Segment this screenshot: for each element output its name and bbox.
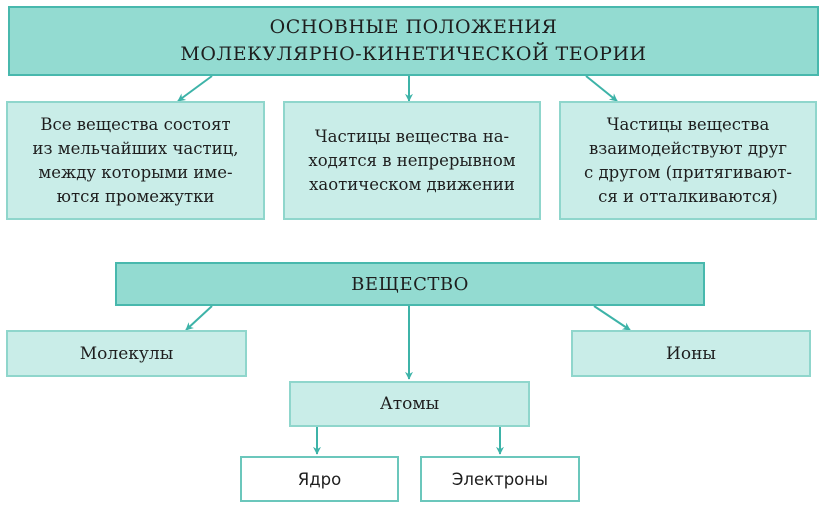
atoms-label: Атомы bbox=[379, 394, 440, 414]
electrons-box: Электроны bbox=[420, 456, 580, 502]
substance-title: ВЕЩЕСТВО bbox=[351, 273, 469, 295]
mkt-title-line-1: ОСНОВНЫЕ ПОЛОЖЕНИЯ bbox=[269, 16, 558, 38]
position-box-3: Частицы вещества взаимодействуют друг с … bbox=[559, 101, 817, 220]
ions-box: Ионы bbox=[571, 330, 811, 377]
substance-box: ВЕЩЕСТВО bbox=[115, 262, 705, 306]
position-1-line-3: между которыми име- bbox=[38, 162, 233, 182]
position-3-line-1: Частицы вещества bbox=[606, 114, 770, 134]
arrow-theory-to-position-3 bbox=[585, 75, 618, 102]
position-box-1: Все вещества состоят из мельчайших части… bbox=[6, 101, 265, 220]
mkt-title-box: ОСНОВНЫЕ ПОЛОЖЕНИЯ МОЛЕКУЛЯРНО-КИНЕТИЧЕС… bbox=[8, 6, 819, 76]
position-1-line-1: Все вещества состоят bbox=[40, 114, 231, 134]
nucleus-label: Ядро bbox=[297, 469, 342, 489]
position-2-line-3: хаотическом движении bbox=[309, 174, 515, 194]
position-1-line-4: ются промежутки bbox=[56, 186, 215, 206]
position-3-line-3: с другом (притягивают- bbox=[584, 162, 792, 182]
position-box-2: Частицы вещества на- ходятся в непрерывн… bbox=[283, 101, 541, 220]
nucleus-box: Ядро bbox=[240, 456, 399, 502]
molecules-box: Молекулы bbox=[6, 330, 247, 377]
position-3-line-2: взаимодействуют друг bbox=[588, 138, 787, 158]
atoms-box: Атомы bbox=[289, 381, 530, 427]
arrow-substance-to-molecules bbox=[185, 305, 213, 331]
electrons-label: Электроны bbox=[451, 469, 549, 489]
position-2-line-2: ходятся в непрерывном bbox=[308, 150, 516, 170]
arrow-substance-to-ions bbox=[593, 305, 631, 331]
position-2-line-1: Частицы вещества на- bbox=[314, 126, 510, 146]
arrow-theory-to-position-1 bbox=[177, 75, 213, 102]
position-1-line-2: из мельчайших частиц, bbox=[32, 138, 239, 158]
position-3-line-4: ся и отталкиваются) bbox=[598, 186, 778, 206]
mkt-title-line-2: МОЛЕКУЛЯРНО-КИНЕТИЧЕСКОЙ ТЕОРИИ bbox=[180, 43, 647, 65]
molecules-label: Молекулы bbox=[79, 343, 174, 364]
ions-label: Ионы bbox=[666, 343, 716, 364]
